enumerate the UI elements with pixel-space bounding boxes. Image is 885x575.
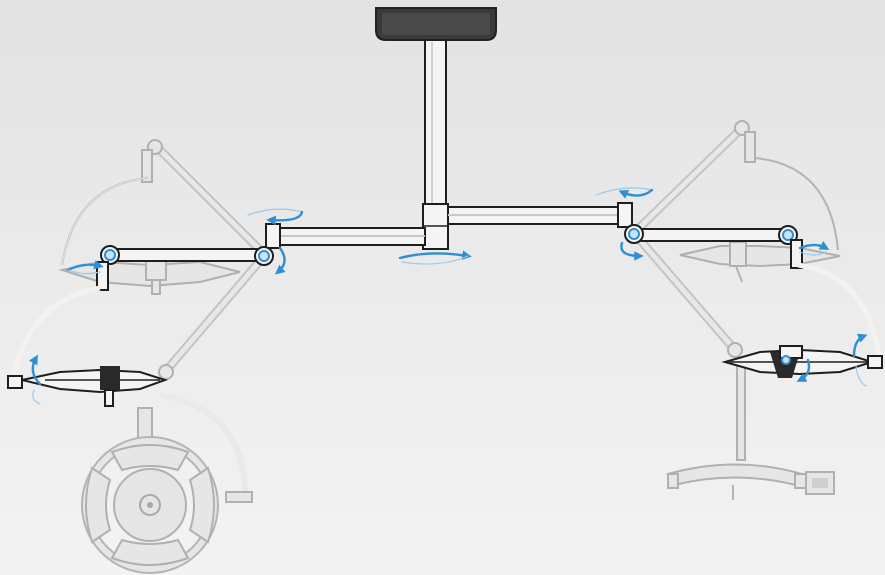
rotation-arrow-icon [595, 187, 654, 199]
joint-hub-icon [781, 355, 791, 365]
right-spring-arm [624, 224, 883, 361]
joint-hub-icon [782, 229, 794, 241]
joint-hub-icon [104, 249, 116, 261]
central-column [422, 39, 449, 250]
rotation-arrow-icon [852, 333, 868, 387]
rotation-arrow-icon [398, 250, 472, 265]
rotation-arrow-icon [275, 246, 286, 275]
surgical-lamp-head-icon [666, 463, 835, 500]
surgical-lamp-head-icon [679, 241, 841, 283]
rotation-arrow-icon [28, 354, 42, 405]
left-ghost-upper-arm [61, 139, 270, 266]
surgical-lamp-head-icon [81, 407, 219, 574]
rotation-arrow-icon [66, 259, 104, 275]
main-arm-left [265, 223, 426, 249]
right-ghost-upper-arm [629, 120, 839, 251]
surgical-lamp-head-icon [7, 366, 169, 407]
left-spring-arm [10, 245, 274, 379]
rotation-arrow-icon [620, 241, 644, 261]
right-ghost-lower-arm [629, 228, 746, 461]
rotation-arrow-icon [781, 355, 811, 382]
ceiling-mount-icon [375, 7, 497, 41]
rotation-arrow-icon [798, 241, 830, 256]
left-ghost-lower-arm [158, 250, 270, 503]
rotation-arrow-icon [247, 208, 304, 226]
main-arm-right [447, 202, 633, 228]
surgical-lamp-head-icon [721, 345, 883, 378]
joint-hub-icon [628, 228, 640, 240]
joint-hub-icon [258, 250, 270, 262]
